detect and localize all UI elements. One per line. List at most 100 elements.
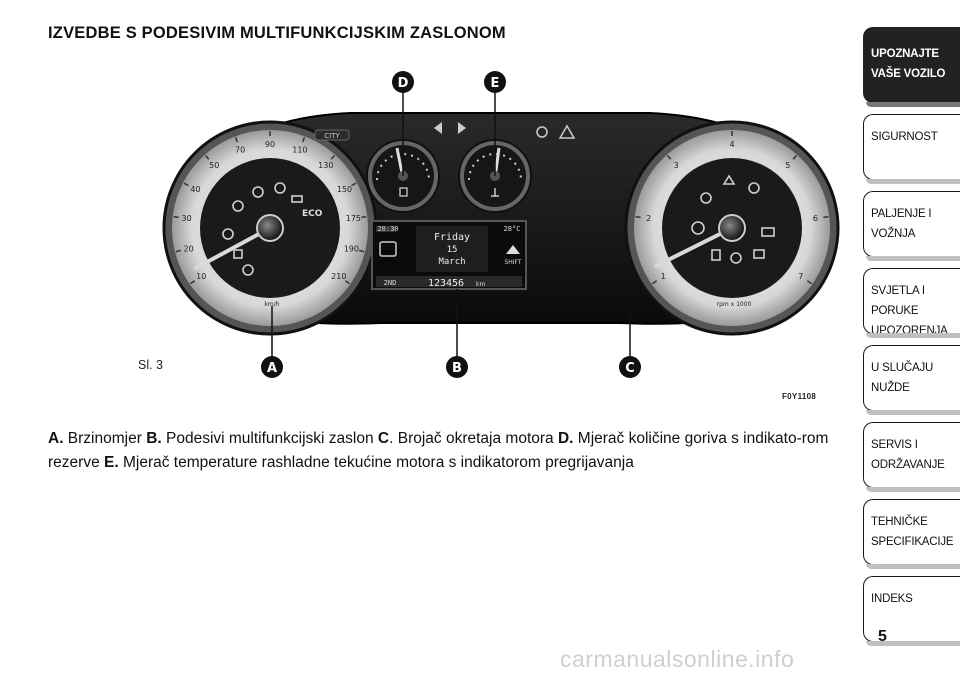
tab-indeks[interactable]: INDEKS — [863, 576, 960, 646]
tab-label-line1: SIGURNOST — [871, 131, 938, 143]
speedometer-tick-mark — [204, 155, 210, 160]
fuel-pump-icon — [399, 187, 408, 197]
speedometer-needle — [194, 226, 272, 270]
tab-label-line2: NUŽDE — [871, 382, 910, 394]
callout-a — [261, 356, 283, 378]
speedometer-tick-mark — [190, 280, 196, 285]
callout-c — [619, 356, 641, 378]
speedometer-tick-mark — [175, 249, 181, 253]
tab-sigurnost[interactable]: SIGURNOST — [863, 114, 960, 184]
svg-text:D: D — [398, 76, 409, 91]
tachometer-tick-mark — [635, 215, 641, 219]
speedometer-tick-mark — [183, 182, 189, 187]
display-shift: SHIFT — [504, 259, 521, 266]
display-date: 15 — [447, 245, 458, 255]
display-month: March — [438, 257, 465, 267]
tab-label-line2: VOŽNJA — [871, 228, 916, 240]
callout-d — [392, 71, 414, 93]
speedometer-tick-label: 90 — [265, 140, 275, 149]
svg-text:C: C — [625, 361, 635, 376]
tab-svjetla[interactable]: SVJETLA I PORUKE UPOZORENJA — [863, 268, 960, 338]
shift-up-icon — [506, 245, 520, 254]
speedometer-tick-label: 70 — [235, 146, 245, 155]
caption-text-a: Brzinomjer — [63, 430, 147, 447]
door-open-icon — [379, 241, 397, 257]
svg-text:A: A — [267, 361, 277, 376]
figure-caption: A. Brzinomjer B. Podesivi multifunkcijsk… — [48, 427, 858, 475]
caption-text-d: Mjerač količine goriva s indikato-rom re… — [48, 430, 829, 471]
svg-text:B: B — [452, 361, 462, 376]
tachometer-tick-mark — [792, 155, 798, 160]
multifunction-display: 20:30 28°C Friday 15 March SHIFT 2ND 123… — [371, 220, 527, 290]
turn-left-icon — [434, 122, 442, 134]
tab-label-line1: U SLUČAJU — [871, 362, 934, 374]
svg-text:E: E — [491, 76, 500, 91]
tab-servis[interactable]: SERVIS I ODRŽAVANJE — [863, 422, 960, 492]
caption-key-b: B. — [146, 430, 162, 447]
headlight-icon — [536, 126, 548, 138]
figure-code: F0Y1108 — [782, 392, 817, 401]
eco-label: ECO — [302, 209, 323, 219]
tab-label-line2: UPOZORENJA — [871, 325, 948, 337]
tab-label-line1: SVJETLA I PORUKE — [871, 285, 925, 317]
caption-text-b: Podesivi multifunkcijski zaslon — [161, 430, 378, 447]
coolant-temperature-icon — [491, 188, 499, 197]
caption-key-d: D. — [557, 430, 574, 447]
speedometer-warning-icons — [222, 182, 303, 276]
speedometer-tick-mark — [301, 137, 306, 143]
tab-label-line1: SERVIS I — [871, 439, 918, 451]
speedometer-tick-mark — [173, 215, 179, 219]
speedometer-tick-label: 150 — [337, 185, 352, 194]
callout-e — [484, 71, 506, 93]
speedometer-tick-mark — [351, 182, 357, 187]
callout-markers: D E A B C — [261, 71, 641, 378]
caption-text-c: . Brojač okretaja motora — [389, 430, 558, 447]
speedometer-tick-label: 175 — [346, 214, 361, 223]
figure-label: Sl. 3 — [138, 358, 164, 372]
speedometer-tick-mark — [234, 137, 239, 143]
chapter-sidebar: UPOZNAJTE VAŠE VOZILO SIGURNOST PALJENJE… — [863, 27, 960, 653]
section-heading: IZVEDBE S PODESIVIM MULTIFUNKCIJSKIM ZAS… — [48, 24, 506, 42]
display-temperature: 28°C — [504, 225, 521, 233]
speedometer-tick-label: 40 — [190, 185, 200, 194]
display-gear: 2ND — [384, 279, 397, 287]
tachometer-tick-label: 3 — [674, 161, 679, 170]
callout-leaders — [271, 86, 631, 358]
tab-upoznajte[interactable]: UPOZNAJTE VAŠE VOZILO — [863, 27, 960, 107]
tachometer-tick-mark — [666, 155, 672, 160]
tachometer-tick-label: 2 — [646, 214, 651, 223]
speedometer-tick-label: 130 — [318, 161, 333, 170]
tab-label-line1: PALJENJE I — [871, 208, 932, 220]
tab-paljenje[interactable]: PALJENJE I VOŽNJA — [863, 191, 960, 261]
callout-b — [446, 356, 468, 378]
speedometer-tick-label: 110 — [292, 146, 307, 155]
display-time: 20:30 — [377, 225, 398, 233]
speedometer-tick-label: 20 — [184, 245, 194, 254]
tachometer-tick-label: 4 — [729, 140, 734, 149]
speedometer-tick-label: 190 — [344, 245, 359, 254]
tab-label-line1: INDEKS — [871, 593, 913, 605]
tab-tehnicke[interactable]: TEHNIČKE SPECIFIKACIJE — [863, 499, 960, 569]
turn-right-icon — [458, 122, 466, 134]
speedometer-tick-mark — [344, 280, 350, 285]
tab-label-line2: VAŠE VOZILO — [871, 68, 946, 80]
tachometer-tick-label: 1 — [661, 272, 666, 281]
tachometer-tick-label: 6 — [813, 214, 818, 223]
caption-text-e: Mjerač temperature rashladne tekućine mo… — [118, 454, 634, 471]
caption-key-e: E. — [104, 454, 119, 471]
tab-label-line1: UPOZNAJTE — [871, 48, 939, 60]
watermark: carmanualsonline.info — [560, 646, 795, 672]
speedometer-tick-label: 210 — [331, 272, 346, 281]
tachometer-warning-icons — [691, 174, 775, 264]
caption-key-a: A. — [48, 430, 64, 447]
speedometer-tick-label: 50 — [209, 161, 219, 170]
tab-nuzda[interactable]: U SLUČAJU NUŽDE — [863, 345, 960, 415]
display-odometer-unit: km — [476, 281, 485, 288]
tab-label-line2: SPECIFIKACIJE — [871, 536, 954, 548]
tachometer-tick-mark — [823, 215, 829, 219]
speedometer-unit: km/h — [264, 301, 279, 308]
